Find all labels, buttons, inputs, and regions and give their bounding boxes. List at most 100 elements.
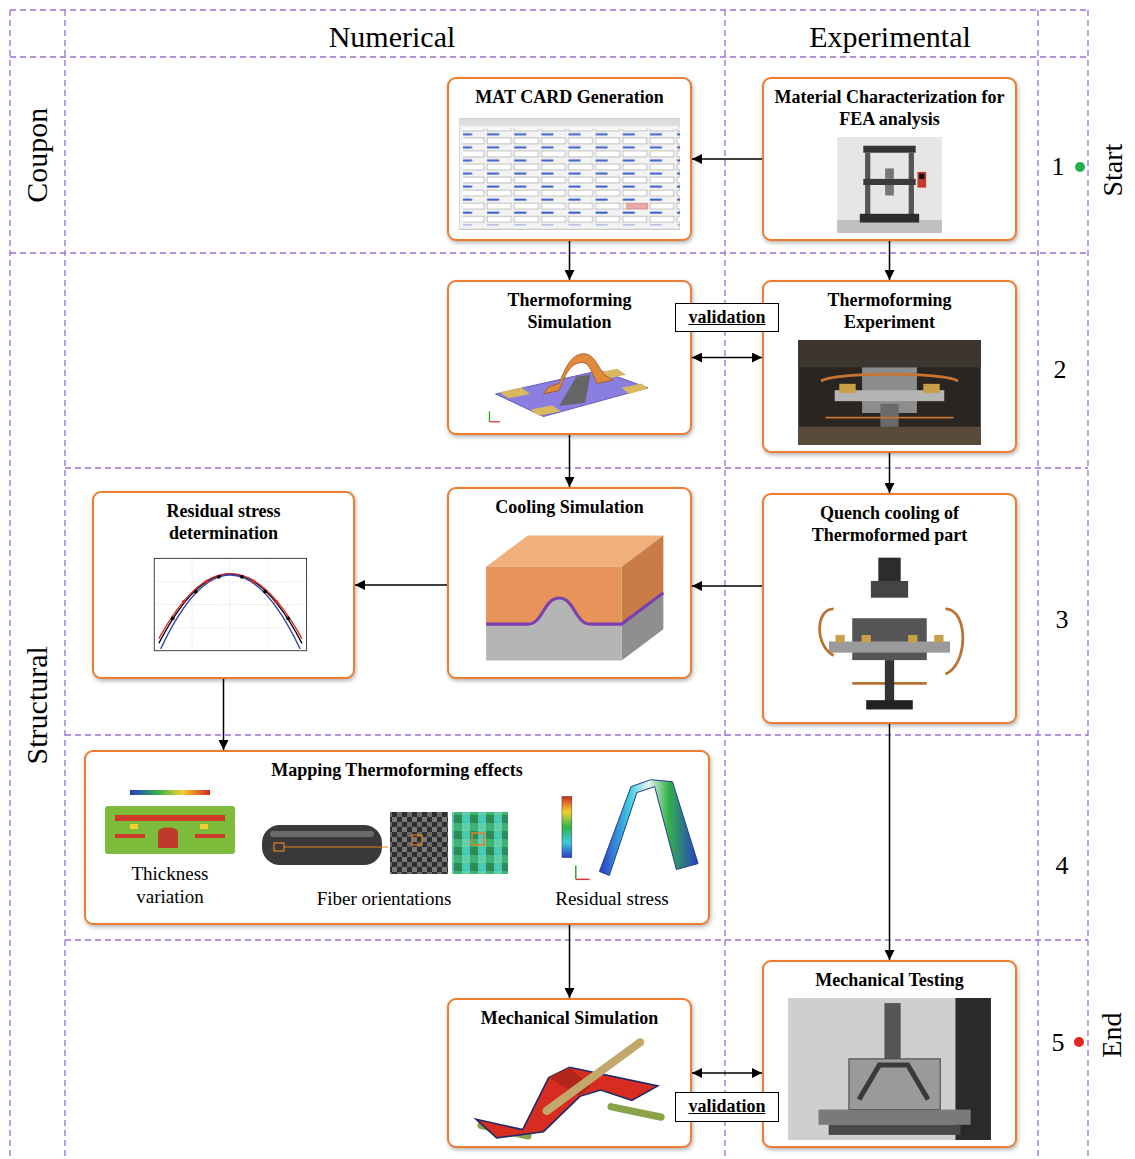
residual-stress-chart-part bbox=[240, 575, 244, 579]
mechanical-testing-photo-part bbox=[788, 998, 991, 1140]
swimlane-grid-part bbox=[10, 9, 1088, 10]
thermoforming-experiment-photo-part bbox=[880, 404, 898, 427]
tensile-machine-photo-part bbox=[863, 146, 915, 153]
residual-stress-contour bbox=[560, 778, 704, 886]
column-header: Experimental bbox=[809, 20, 971, 55]
cooling-simulation-block bbox=[459, 525, 680, 671]
thickness-variation-map-part bbox=[130, 824, 138, 829]
thickness-variation-map-part bbox=[195, 834, 225, 838]
swimlane-grid-part bbox=[1087, 10, 1088, 1159]
tensile-machine-photo-part bbox=[885, 185, 894, 195]
residual-stress-chart-part bbox=[217, 575, 221, 579]
process-box: Cooling Simulation bbox=[447, 487, 692, 679]
quench-fixture-photo-part bbox=[835, 635, 844, 642]
thermoforming-experiment-photo-part bbox=[798, 340, 981, 445]
mechanical-testing-photo bbox=[774, 998, 1005, 1140]
flow-arrow bbox=[889, 241, 891, 280]
step-marker: End bbox=[1097, 1012, 1129, 1057]
mechanical-testing-photo-part bbox=[849, 1059, 940, 1110]
thickness-variation-map bbox=[98, 788, 242, 858]
row-label: Coupon bbox=[20, 107, 55, 202]
box-title: Mechanical Simulation bbox=[457, 1008, 682, 1030]
fiber-orientation-images-part bbox=[284, 847, 388, 848]
quench-fixture-photo-part bbox=[829, 641, 950, 652]
residual-stress-chart-part bbox=[286, 617, 290, 621]
mechanical-testing-photo-part bbox=[859, 1065, 928, 1099]
flow-arrow bbox=[355, 584, 447, 586]
thermoforming-experiment-photo-part bbox=[826, 417, 954, 419]
residual-stress-chart-part bbox=[205, 580, 209, 584]
residual-stress-chart-part bbox=[131, 551, 316, 671]
thermoforming-experiment-photo-part bbox=[923, 384, 939, 393]
residual-stress-chart bbox=[104, 551, 343, 671]
column-header-holder: Experimental bbox=[809, 20, 971, 55]
residual-stress-chart-part bbox=[192, 558, 193, 650]
fiber-orientation-images-part bbox=[270, 831, 374, 837]
flow-arrow bbox=[692, 357, 762, 359]
start-dot bbox=[1075, 162, 1085, 172]
tensile-machine-photo-part bbox=[885, 168, 894, 178]
fiber-orientation-images-part bbox=[274, 843, 284, 851]
thickness-variation-map-part bbox=[158, 828, 178, 849]
flow-arrow bbox=[889, 453, 891, 493]
flow-arrow bbox=[692, 585, 762, 587]
residual-stress-contour-part bbox=[575, 866, 576, 880]
thermoforming-simulation-render-part bbox=[496, 370, 648, 416]
fiber-orientation-images-part bbox=[412, 835, 422, 845]
caption-holder: Residual stress bbox=[532, 888, 692, 911]
residual-stress-chart-part bbox=[274, 600, 278, 604]
grid-lines bbox=[10, 10, 1088, 1159]
residual-stress-chart-part bbox=[161, 575, 300, 649]
mat-card-screenshot-part bbox=[459, 119, 680, 230]
step-number: 1 bbox=[1052, 152, 1065, 182]
step-marker: Start bbox=[1097, 144, 1129, 197]
box-title: Mechanical Testing bbox=[777, 970, 1002, 992]
residual-stress-contour-part bbox=[599, 780, 698, 876]
thermoforming-simulation-render-part bbox=[530, 405, 560, 415]
residual-stress-chart-part bbox=[194, 590, 198, 594]
end-dot bbox=[1074, 1037, 1084, 1047]
flow-arrow bbox=[569, 241, 571, 280]
fiber-orientation-images-part bbox=[452, 812, 508, 874]
fiber-orientation-images-part bbox=[390, 812, 448, 874]
fiber-orientation-images-part bbox=[262, 825, 382, 865]
step-number: 4 bbox=[1056, 851, 1069, 881]
swimlane-grid-part bbox=[1037, 10, 1038, 1159]
flow-arrow bbox=[569, 435, 571, 487]
process-box: Material Characterization for FEA analys… bbox=[762, 77, 1017, 241]
residual-stress-chart-part bbox=[251, 580, 255, 584]
mechanical-simulation-render-part bbox=[547, 1042, 641, 1111]
mechanical-simulation-render bbox=[459, 1036, 680, 1140]
swimlane-grid-part bbox=[10, 56, 1088, 57]
process-box: Thermoforming Simulation bbox=[447, 280, 692, 435]
swimlane-grid-part bbox=[65, 734, 1088, 735]
cooling-simulation-block-part bbox=[486, 598, 622, 661]
swimlane-grid-part bbox=[724, 10, 725, 1159]
flow-arrow bbox=[692, 158, 762, 160]
edge-label: validation bbox=[688, 307, 765, 327]
mat-card-screenshot-part bbox=[463, 129, 680, 225]
tensile-machine-photo bbox=[774, 137, 1005, 233]
thickness-variation-map-part bbox=[130, 790, 210, 795]
flow-arrow bbox=[569, 925, 571, 998]
thermoforming-experiment-photo-part bbox=[798, 427, 981, 445]
box-title: Residual stress determination bbox=[124, 501, 324, 545]
thermoforming-simulation-render-part bbox=[489, 421, 499, 422]
validation-label-box: validation bbox=[675, 303, 778, 333]
column-header: Numerical bbox=[329, 20, 456, 55]
thickness-variation-map-part bbox=[115, 815, 225, 821]
residual-stress-chart-part bbox=[182, 580, 278, 604]
quench-fixture-photo-part bbox=[796, 553, 982, 716]
swimlane-grid-part bbox=[9, 10, 10, 1159]
tensile-machine-photo-part bbox=[837, 137, 942, 233]
caption-holder: Thickness variation bbox=[110, 863, 230, 909]
mat-card-screenshot-part bbox=[459, 119, 680, 126]
swimlane-grid-part bbox=[65, 467, 1088, 468]
residual-stress-contour-part bbox=[562, 796, 572, 857]
box-caption: Thickness variation bbox=[110, 863, 230, 909]
tensile-machine-photo-part bbox=[863, 179, 915, 185]
thermoforming-experiment-photo-part bbox=[821, 374, 958, 381]
box-title: Cooling Simulation bbox=[457, 497, 682, 519]
residual-stress-chart-part bbox=[182, 600, 186, 604]
